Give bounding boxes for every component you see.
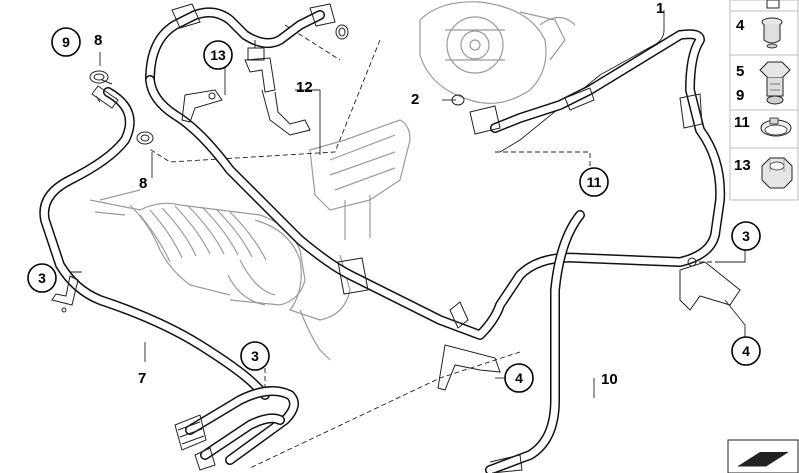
hose-main — [145, 3, 726, 340]
panel-label-13: 13 — [734, 157, 751, 174]
callout-13[interactable]: 13 — [203, 40, 233, 70]
callout-4-center[interactable]: 4 — [504, 363, 534, 393]
panel-hose-clamp — [760, 117, 792, 137]
bracket-4-center — [437, 301, 501, 391]
panel-label-5: 5 — [736, 63, 744, 80]
pump-ghost — [419, 1, 576, 104]
part-label-8-top: 8 — [94, 32, 102, 49]
part-label-12: 12 — [296, 79, 313, 96]
svg-text:3: 3 — [251, 348, 259, 364]
svg-text:4: 4 — [742, 343, 750, 359]
panel-bolt-4 — [761, 17, 783, 49]
bracket-13 — [181, 89, 223, 123]
steering-gear-ghost — [89, 119, 411, 361]
hose-10 — [485, 210, 585, 473]
oring-parts — [89, 24, 465, 145]
callout-3-left[interactable]: 3 — [27, 263, 57, 293]
side-panel: 4 5 9 11 13 — [729, 0, 799, 201]
callout-9[interactable]: 9 — [51, 27, 81, 57]
part-label-1: 1 — [656, 0, 664, 17]
panel-label-4: 4 — [736, 17, 745, 34]
svg-text:13: 13 — [210, 47, 226, 63]
bracket-4-right — [679, 257, 741, 311]
svg-text:3: 3 — [742, 228, 750, 244]
next-arrow-icon[interactable] — [727, 439, 799, 473]
callout-4-right[interactable]: 4 — [731, 336, 761, 366]
svg-text:9: 9 — [62, 34, 70, 50]
callout-3-bottom[interactable]: 3 — [240, 341, 270, 371]
part-label-8-mid: 8 — [139, 175, 147, 192]
hose-lower-assembly — [174, 386, 299, 471]
svg-text:11: 11 — [587, 174, 602, 190]
hose-7 — [39, 79, 270, 400]
part-label-10: 10 — [601, 371, 618, 388]
bracket-3-left — [51, 275, 79, 313]
svg-text:4: 4 — [515, 370, 523, 386]
bracket-12 — [244, 40, 311, 136]
panel-banjo-bolt — [759, 61, 791, 105]
panel-label-9: 9 — [736, 87, 744, 104]
part-label-7: 7 — [138, 370, 146, 387]
panel-label-11: 11 — [734, 114, 750, 131]
panel-nut — [761, 157, 793, 189]
svg-text:3: 3 — [38, 270, 46, 286]
callout-3-right[interactable]: 3 — [731, 221, 761, 251]
leader-lines — [62, 10, 746, 469]
panel-top-part — [766, 0, 780, 9]
callout-11[interactable]: 11 — [579, 167, 609, 197]
part-label-2: 2 — [411, 91, 419, 108]
